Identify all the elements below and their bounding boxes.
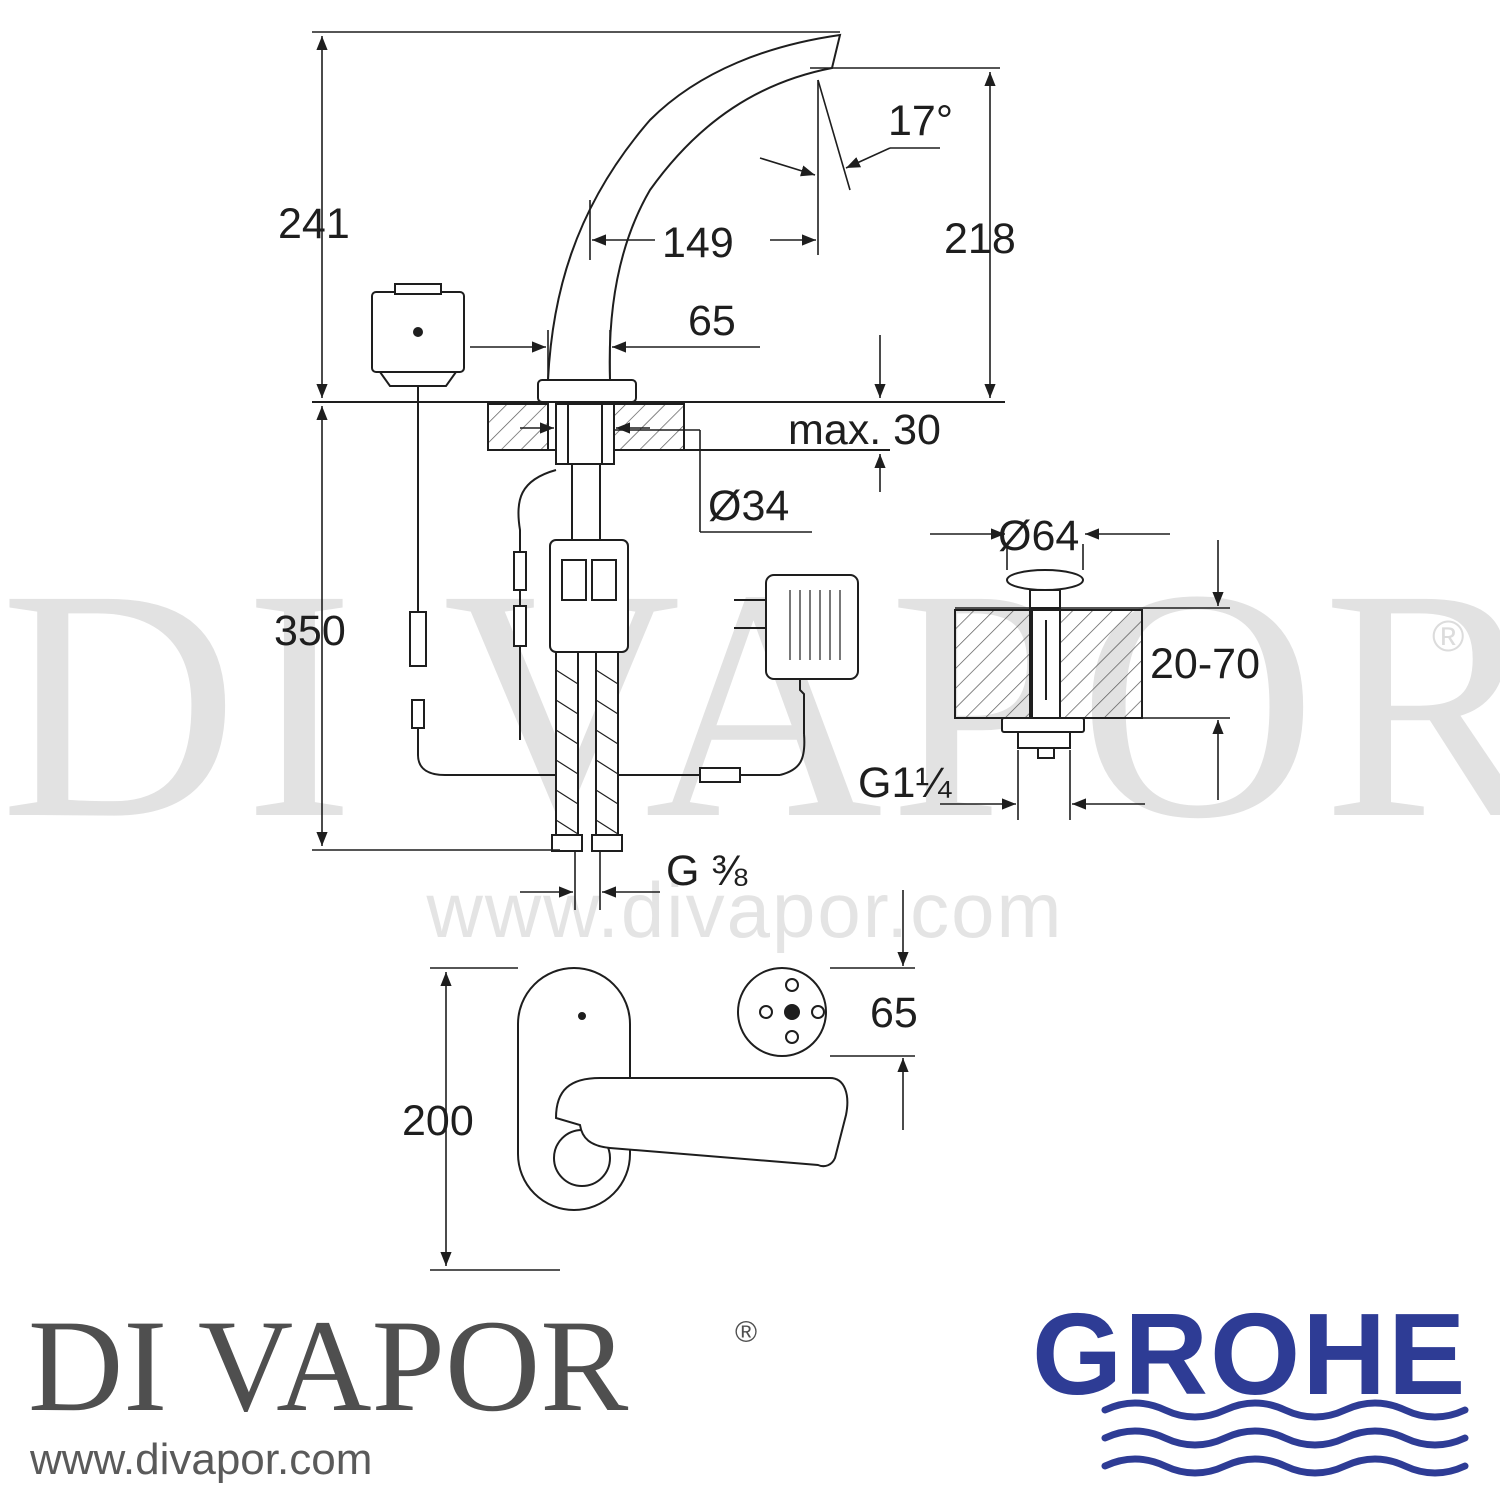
- hose-right: [595, 651, 619, 838]
- spout-outline: [546, 33, 842, 381]
- brand-logo-text: DI VAPOR: [28, 1292, 629, 1439]
- dim-spout-reach: 149: [662, 219, 734, 267]
- grohe-logo-text: GROHE: [1032, 1289, 1468, 1419]
- watermark-text: DI VAPOR: [0, 522, 1500, 887]
- dim-below-deck-length: 350: [274, 607, 346, 655]
- dim-spout-angle: 17°: [888, 97, 954, 145]
- mounting-shank: [555, 403, 615, 465]
- dim-hole-diameter: Ø34: [708, 482, 790, 530]
- waste-basin-right: [1059, 609, 1143, 719]
- dim-supply-thread: G ⅜: [666, 847, 748, 895]
- dim-waste-deck-range: 20-70: [1150, 640, 1260, 688]
- waste-cap: [1006, 569, 1084, 591]
- dim-waste-thread: G1¼: [858, 759, 952, 807]
- supply-tube: [571, 463, 601, 541]
- deck-section-left: [487, 403, 549, 451]
- dim-plan-length: 200: [402, 1097, 474, 1145]
- watermark-url: www.divapor.com: [426, 866, 1064, 954]
- power-adapter: [765, 574, 859, 680]
- watermark-registered-mark: ®: [1432, 612, 1465, 661]
- dim-spout-outlet-height: 218: [944, 215, 1016, 263]
- dim-waste-cap-diameter: Ø64: [998, 512, 1080, 560]
- dim-deck-thickness: max. 30: [788, 406, 941, 454]
- plan-spout: [554, 1077, 849, 1168]
- dim-plan-sensor-diameter: 65: [870, 989, 918, 1037]
- deck-section-right: [613, 403, 685, 451]
- spout-base-plate: [537, 379, 637, 403]
- brand-registered-mark: ®: [735, 1316, 758, 1349]
- hose-nut-left: [551, 834, 583, 852]
- grohe-waves-icon: [1101, 1399, 1469, 1477]
- hose-left: [555, 651, 579, 838]
- plan-sensor-face: [737, 967, 827, 1057]
- dim-total-height: 241: [278, 200, 350, 248]
- dim-base-diameter: 65: [688, 297, 736, 345]
- waste-basin-left: [954, 609, 1031, 719]
- hose-nut-right: [591, 834, 623, 852]
- brand-url: www.divapor.com: [30, 1435, 373, 1484]
